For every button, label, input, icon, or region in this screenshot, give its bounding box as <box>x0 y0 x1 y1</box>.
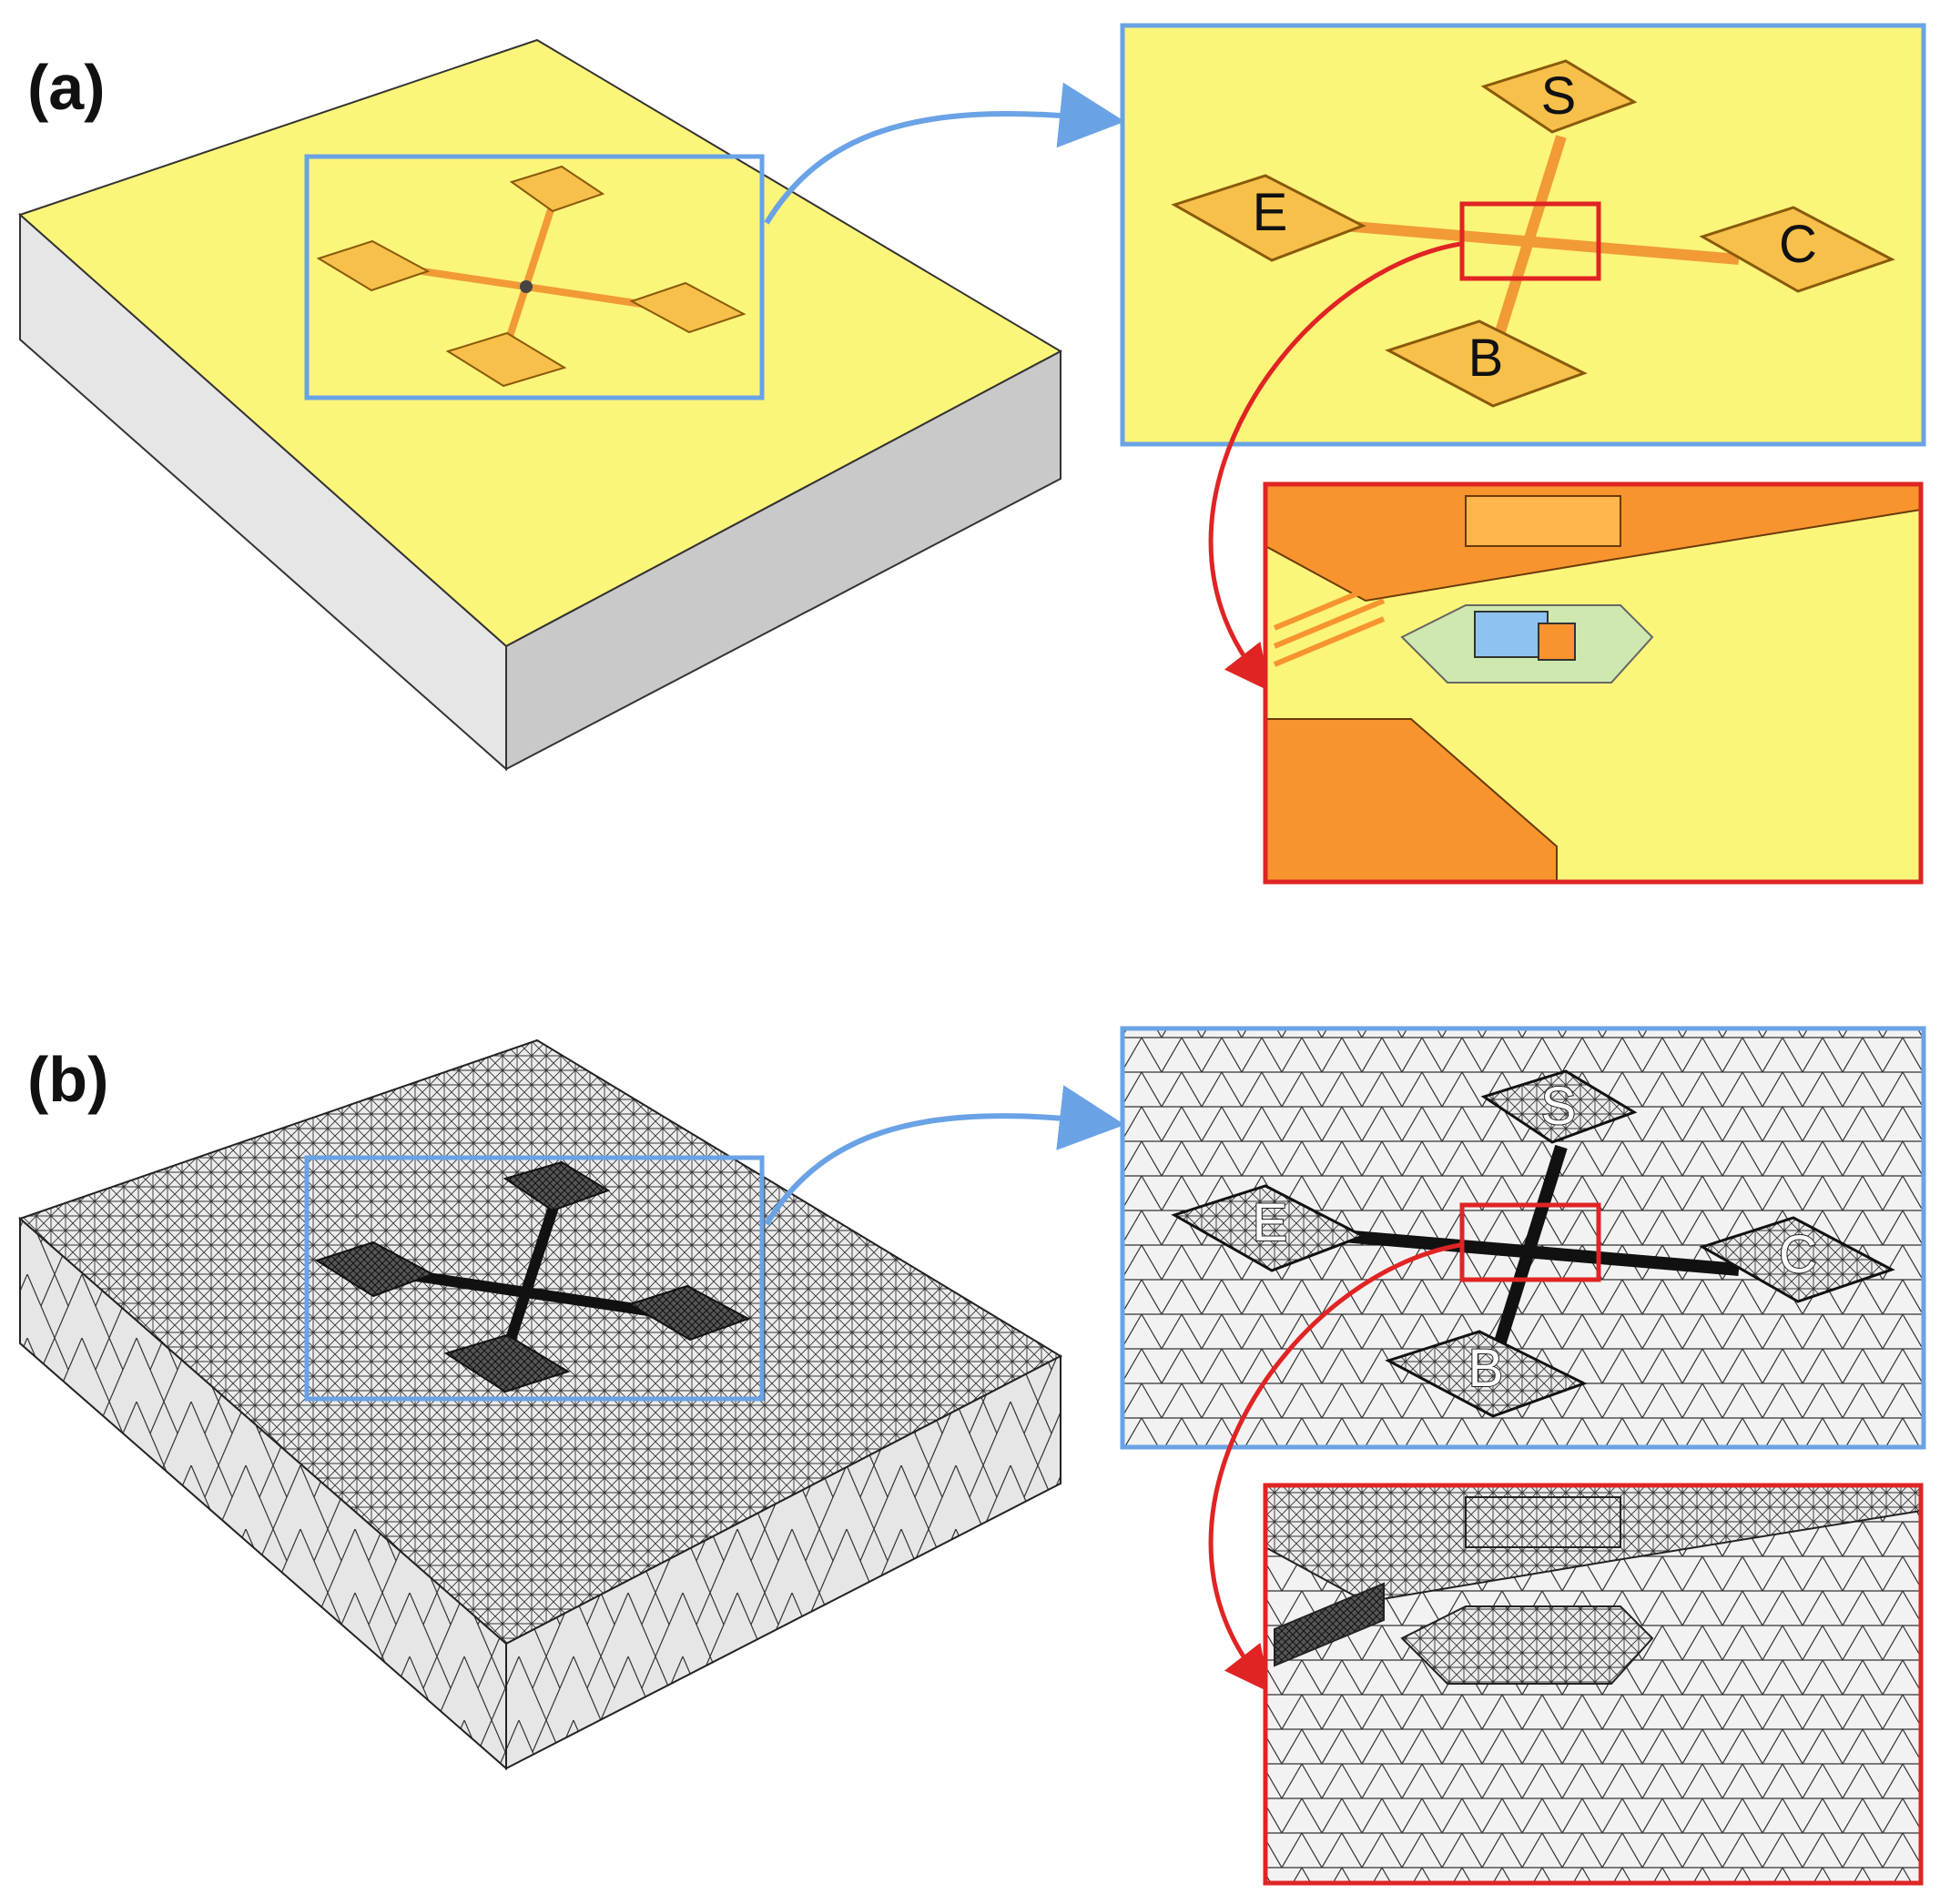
mesh-pad-c-label: C <box>1779 1225 1817 1284</box>
mesh-pad-s-large <box>1480 1069 1638 1144</box>
arrow-red-a <box>1208 241 1461 692</box>
mesh-detail-strip <box>1274 1582 1385 1667</box>
panel-a-label: (a) <box>27 52 106 123</box>
detail-frame-red-a <box>1263 481 1924 885</box>
mesh-pad-c-large <box>1699 1216 1895 1303</box>
detail-stripe <box>1273 580 1386 631</box>
inset-frame-red-small-a <box>1459 201 1601 281</box>
trace-line <box>502 194 559 352</box>
mesh-pad-e-large <box>1171 1184 1366 1272</box>
panel-b-detail <box>1263 1483 1924 1886</box>
pad-e-large <box>1171 174 1366 262</box>
panel-b-substrate <box>18 1038 1063 1771</box>
mesh-pad-e-label: E <box>1253 1193 1288 1252</box>
inset-frame-blue-small-b <box>304 1155 765 1402</box>
mesh-detail-frame-red-b <box>1263 1483 1924 1886</box>
arrow-blue-a <box>764 82 1125 225</box>
panel-b-device <box>314 1160 751 1393</box>
pad-e-label: E <box>1253 183 1288 242</box>
arrow-red-b <box>1208 1242 1461 1693</box>
arrow-blue-b <box>764 1085 1125 1226</box>
inset-frame-blue-small-a <box>304 154 765 400</box>
mesh-pad-b-large <box>1385 1330 1588 1418</box>
mesh-right-face <box>505 1354 1061 1770</box>
detail-pillar <box>1465 495 1621 547</box>
mesh-pad-e <box>314 1241 435 1298</box>
mesh-pad-b <box>443 1333 571 1393</box>
inset-frame-red-small-b <box>1459 1202 1601 1282</box>
detail-stripe <box>1273 598 1386 649</box>
panel-a-detail <box>1263 481 1924 885</box>
zoom-frame-blue-a <box>1120 23 1926 447</box>
device-center <box>520 280 533 293</box>
pad-s-label: S <box>1541 66 1577 126</box>
mesh-pad-s <box>503 1160 611 1212</box>
pad-c <box>629 281 747 334</box>
pad-s-large <box>1480 59 1638 134</box>
zoom-frame-blue-b <box>1120 1026 1926 1450</box>
trace-line-mesh <box>1487 1144 1568 1368</box>
pad-b-large <box>1385 319 1588 408</box>
pad-s <box>509 165 605 213</box>
panel-a-device <box>316 165 747 388</box>
substrate-right-face <box>505 349 1061 771</box>
mesh-pad-s-label: S <box>1541 1077 1577 1136</box>
mesh-detail-pillar <box>1465 1496 1621 1548</box>
panel-a-zoom: S E C B <box>1120 23 1926 447</box>
pad-c-label: C <box>1779 215 1817 274</box>
mesh-pad-b-label: B <box>1468 1339 1504 1398</box>
panel-b-zoom: S E C B <box>1120 1026 1926 1450</box>
pad-c-large <box>1699 206 1895 293</box>
trace-line-mesh <box>500 1200 561 1358</box>
pad-b <box>445 331 567 388</box>
detail-stripe <box>1273 616 1386 667</box>
pad-e <box>316 239 431 292</box>
panel-a-substrate <box>18 38 1063 772</box>
panel-b-label: (b) <box>27 1044 108 1115</box>
mesh-detail-base <box>1400 1605 1654 1685</box>
detail-orange-block <box>1538 623 1576 661</box>
trace-line <box>1488 135 1567 357</box>
mesh-pad-c <box>627 1284 751 1342</box>
detail-blue-block <box>1474 611 1549 658</box>
pad-b-label: B <box>1468 329 1504 388</box>
